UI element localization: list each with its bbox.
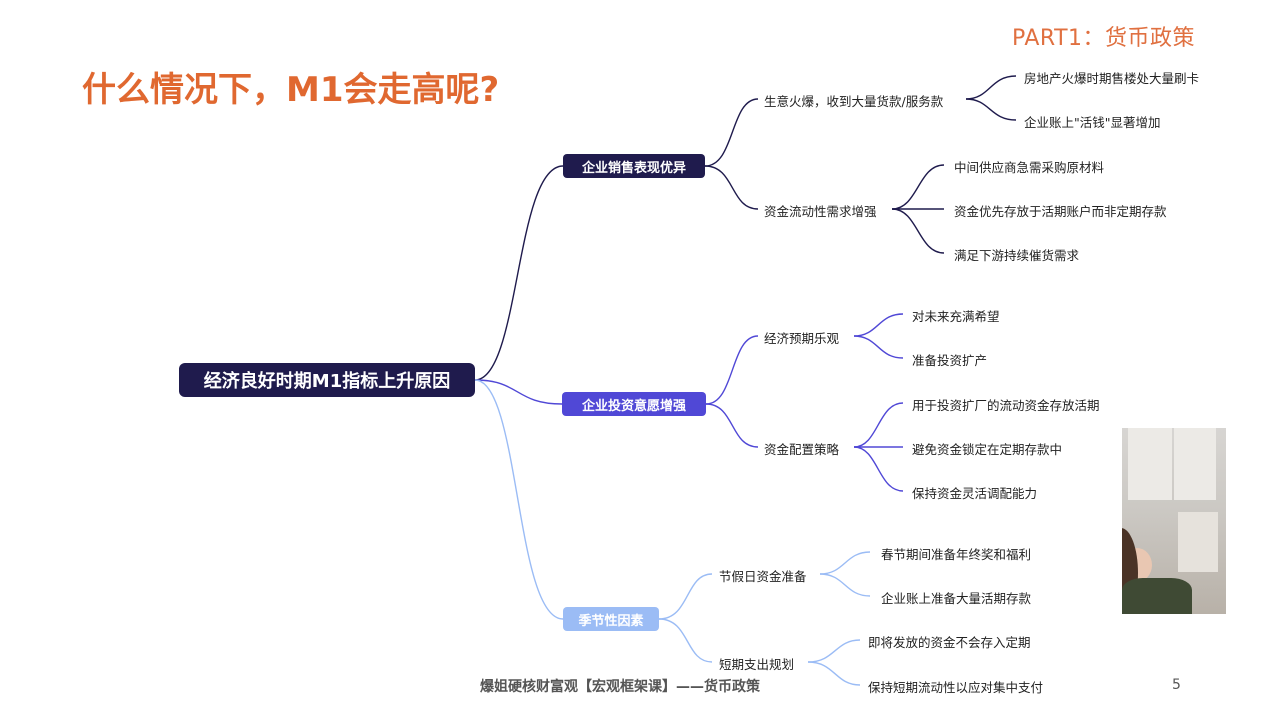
link-b2-c1-g1 [853,313,904,337]
link-b3-c2-g2 [807,661,861,686]
link-b2-c1-g2 [853,335,904,359]
leaf-b1-c1-g2[interactable]: 企业账上"活钱"显著增加 [1024,115,1161,130]
leaf-b3-c1-g2[interactable]: 企业账上准备大量活期存款 [881,591,1032,606]
link-b3-c2-g1 [807,639,861,663]
link-root-branch-2 [474,379,563,405]
leaf-b2-c1-g2[interactable]: 准备投资扩产 [912,353,988,368]
leaf-b1-c2-g1[interactable]: 中间供应商急需采购原材料 [954,160,1105,175]
branch-node-seasonal[interactable]: 季节性因素 [563,607,659,631]
part-title: PART1：货币政策 [1012,26,1196,51]
link-b2-c2 [705,403,759,448]
slide-title: 什么情况下，M1会走高呢? [82,70,500,110]
leaf-b2-c1-g1[interactable]: 对未来充满希望 [912,309,1000,324]
presenter-webcam-overlay [1122,428,1226,614]
link-b2-c2-g3 [853,446,904,492]
leaf-b2-c2-g3[interactable]: 保持资金灵活调配能力 [912,486,1038,501]
leaf-b2-c2-g2[interactable]: 避免资金锁定在定期存款中 [912,442,1063,457]
link-b1-c2-g1 [891,164,945,210]
link-b2-c1 [705,335,759,405]
link-b3-c2 [658,618,713,663]
link-b1-c2 [704,165,759,210]
node-b1-c2[interactable]: 资金流动性需求增强 [764,204,877,219]
link-b2-c2-g1 [853,402,904,448]
leaf-b1-c1-g1[interactable]: 房地产火爆时期售楼处大量刷卡 [1024,71,1200,86]
link-b3-c1-g2 [819,573,871,597]
footer-course-title: 爆姐硬核财富观【宏观框架课】——货币政策 [480,679,760,695]
page-number: 5 [1172,677,1181,693]
node-b2-c2[interactable]: 资金配置策略 [764,442,840,457]
leaf-b3-c2-g1[interactable]: 即将发放的资金不会存入定期 [868,635,1031,650]
leaf-b3-c2-g2[interactable]: 保持短期流动性以应对集中支付 [868,680,1044,695]
leaf-b3-c1-g1[interactable]: 春节期间准备年终奖和福利 [881,547,1032,562]
link-b3-c1 [658,573,713,620]
leaf-b1-c2-g2[interactable]: 资金优先存放于活期账户而非定期存款 [954,204,1167,219]
node-b2-c1[interactable]: 经济预期乐观 [764,331,840,346]
node-b3-c1[interactable]: 节假日资金准备 [719,569,807,584]
leaf-b2-c2-g1[interactable]: 用于投资扩厂的流动资金存放活期 [912,398,1100,413]
mindmap-root-node[interactable]: 经济良好时期M1指标上升原因 [179,363,475,397]
link-b3-c1-g1 [819,551,871,575]
branch-node-investment[interactable]: 企业投资意愿增强 [562,392,706,416]
leaf-b1-c2-g3[interactable]: 满足下游持续催货需求 [954,248,1080,263]
link-b1-c1-g2 [965,98,1017,121]
link-root-branch-1 [474,165,564,381]
link-b1-c2-g3 [891,208,945,254]
link-b1-c1 [704,98,759,167]
node-b1-c1[interactable]: 生意火爆，收到大量货款/服务款 [764,94,944,109]
node-b3-c2[interactable]: 短期支出规划 [719,657,795,672]
link-root-branch-3 [474,379,564,620]
branch-node-sales[interactable]: 企业销售表现优异 [563,154,705,178]
link-b1-c1-g1 [965,75,1017,100]
